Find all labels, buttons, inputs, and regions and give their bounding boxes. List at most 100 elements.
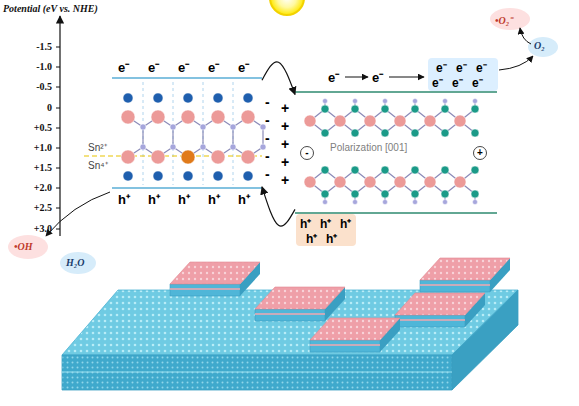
atom <box>353 99 358 104</box>
tick-label: +2.5 <box>0 202 52 213</box>
band-panel: Sn²⁺ Sn⁴⁺ <box>80 78 262 188</box>
atom <box>381 129 389 137</box>
hole-label: h⁺ <box>306 230 317 247</box>
atom <box>424 176 436 188</box>
atom <box>394 176 406 188</box>
atom <box>351 190 359 198</box>
atom <box>441 190 449 198</box>
atom <box>151 150 165 164</box>
atom <box>321 166 329 174</box>
atom <box>394 115 406 127</box>
atom <box>413 200 418 205</box>
atom <box>213 171 223 181</box>
electron-label: e⁻ <box>432 74 443 91</box>
hole-cluster-bg <box>296 214 356 246</box>
charge-sign: + <box>281 118 289 134</box>
atom <box>411 105 419 113</box>
atom <box>411 190 419 198</box>
electron-label: e⁻ <box>452 74 463 91</box>
valence-band <box>295 212 497 214</box>
atom <box>243 171 253 181</box>
electron-label: e⁻ <box>238 58 249 76</box>
atom <box>351 129 359 137</box>
atom <box>381 190 389 198</box>
band-panel: Polarization [001] <box>295 92 497 213</box>
flake-front <box>255 309 325 321</box>
hole-label: h⁺ <box>208 190 220 208</box>
atom <box>471 105 479 113</box>
atom <box>304 176 316 188</box>
atom <box>200 124 206 130</box>
flake-stripe <box>395 319 465 321</box>
atom <box>351 105 359 113</box>
ion-label: Sn⁴⁺ <box>88 158 108 172</box>
charge-sign: - <box>265 166 270 182</box>
axis-ticks <box>56 47 60 229</box>
transfer-arrow <box>262 62 295 95</box>
atom <box>211 110 225 124</box>
flake-stripe <box>255 313 325 315</box>
flake-top <box>170 262 260 284</box>
atom <box>181 110 195 124</box>
hole-label: h⁺ <box>118 190 130 208</box>
atom <box>123 93 133 103</box>
atom <box>441 166 449 174</box>
charge-circle <box>474 147 487 160</box>
flake-top <box>255 287 345 309</box>
electron-label: e⁻ <box>178 58 189 76</box>
radical-bubble <box>490 8 530 30</box>
electron-label: e⁻ <box>476 59 487 76</box>
flake-front <box>395 315 465 327</box>
flake-front <box>420 280 490 292</box>
atom <box>364 176 376 188</box>
charge-sign: + <box>281 172 289 188</box>
tick-label: +1.5 <box>0 162 52 173</box>
atom <box>471 129 479 137</box>
radical-label: •OH <box>14 241 33 252</box>
atom <box>381 105 389 113</box>
flake <box>170 262 260 296</box>
atom <box>364 115 376 127</box>
hole-label: h⁺ <box>238 190 250 208</box>
charge-sign: + <box>474 146 486 160</box>
conduction-band <box>112 77 262 79</box>
atom <box>121 150 135 164</box>
atom <box>383 200 388 205</box>
transfer-arrow <box>262 187 295 226</box>
atom <box>170 144 176 150</box>
atom <box>471 166 479 174</box>
axis-title: Potential (eV vs. NHE) <box>3 3 98 14</box>
electron-label: e⁻ <box>208 58 219 76</box>
atom <box>153 93 163 103</box>
atom <box>321 129 329 137</box>
axis-line <box>59 16 60 236</box>
hole-label: h⁺ <box>326 230 337 247</box>
atom <box>351 166 359 174</box>
atom <box>424 115 436 127</box>
atom <box>213 93 223 103</box>
hole-label: h⁺ <box>300 215 311 232</box>
tick-label: +0.5 <box>0 122 52 133</box>
ion-label: Sn²⁺ <box>88 140 107 154</box>
electron-label: e⁻ <box>456 59 467 76</box>
atom <box>441 129 449 137</box>
charge-sign: + <box>281 100 289 116</box>
tick-label: +3.0 <box>0 223 52 234</box>
electron-label: e⁻ <box>328 68 339 86</box>
charge-sign: - <box>301 146 313 160</box>
charge-sign: + <box>281 154 289 170</box>
lattice-guides <box>143 82 233 185</box>
electron-arrow <box>345 77 368 78</box>
atom <box>454 176 466 188</box>
atom <box>334 176 346 188</box>
atom <box>323 200 328 205</box>
radical-bubble <box>8 235 48 259</box>
reaction-arrow <box>46 192 110 236</box>
atom <box>140 124 146 130</box>
atom <box>321 105 329 113</box>
flake <box>395 293 485 327</box>
atom <box>230 144 236 150</box>
atom <box>140 144 146 150</box>
atom <box>121 110 135 124</box>
